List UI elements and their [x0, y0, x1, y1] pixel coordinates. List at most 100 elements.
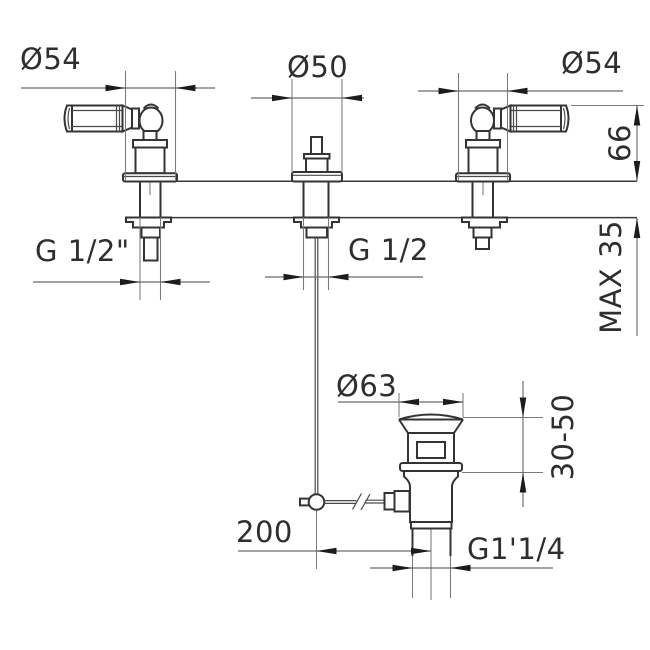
left-valve-flange: [122, 172, 178, 183]
dim-left-inlet-thread: G 1/2": [33, 217, 210, 300]
left-handle-barrel-lines: [72, 109, 123, 128]
dim-ext-lines: [124, 71, 177, 181]
arrow-up-icon: [633, 105, 641, 126]
arrow-right-icon: [392, 564, 413, 572]
left-valve-head-cap: [142, 103, 160, 110]
arrow-left-icon: [175, 84, 196, 92]
left-valve-stem: [142, 130, 158, 141]
right-valve-tail-block: [472, 226, 493, 239]
drain-rod-inlet: [393, 490, 411, 513]
pop-up-rod: [299, 237, 384, 511]
left-handle-cap-detail: [67, 107, 71, 130]
arrow-left-icon: [399, 398, 419, 406]
spout-body: [305, 157, 329, 173]
right-valve-tailpipe: [475, 236, 490, 250]
arrow-up-icon: [633, 218, 641, 238]
spout-stem: [310, 136, 323, 155]
dim-label-spout-diameter: Ø50: [287, 50, 348, 84]
right-handle-hub: [493, 107, 502, 130]
right-handle-cap-detail: [562, 107, 566, 130]
waste-drain: [383, 413, 464, 600]
arrow-left-icon: [160, 278, 181, 286]
right-handle-barrel: [509, 104, 562, 133]
dim-label-left-handle-diameter: Ø54: [20, 42, 81, 76]
mounting-deck: [126, 180, 637, 219]
dim-spout-diameter: Ø50: [251, 50, 364, 173]
arrow-up-icon: [519, 472, 527, 493]
center-spout-base: [291, 136, 343, 239]
dim-waste-outlet-thread: G1'1/4: [370, 532, 566, 572]
arrow-right-icon: [411, 547, 431, 555]
arrow-right-icon: [283, 273, 304, 281]
arrow-right-icon: [120, 278, 140, 286]
dim-left-handle-diameter: Ø54: [20, 42, 215, 181]
drain-dome-taper: [398, 418, 464, 434]
left-valve-head: [138, 106, 164, 135]
dim-ext-lines: [291, 79, 343, 173]
dim-label-left-inlet-thread: G 1/2": [35, 234, 130, 268]
left-handle-taper: [121, 103, 133, 134]
dim-right-handle-diameter: Ø54: [418, 46, 623, 181]
dim-label-right-handle-diameter: Ø54: [561, 46, 622, 80]
dim-waste-flange-diameter: Ø63: [336, 369, 464, 417]
dim-ext-lines: [462, 416, 543, 474]
left-handle-ring-lines: [115, 105, 121, 132]
right-valve-body: [467, 146, 499, 175]
drain-collar: [399, 462, 463, 472]
left-valve: [63, 103, 178, 262]
dim-ext-lines: [139, 217, 162, 300]
dim-body-height: 66: [571, 104, 644, 181]
arrow-left-icon: [328, 273, 349, 281]
arrow-right-icon: [105, 84, 126, 92]
dim-ext-lines: [398, 393, 464, 417]
dim-label-waste-outlet-thread: G1'1/4: [467, 532, 566, 566]
right-valve-shank: [471, 182, 494, 218]
dim-rod-to-waste-offset: 200: [236, 511, 431, 569]
dim-center-inlet-thread: G 1/2: [265, 217, 429, 290]
drain-window: [416, 441, 446, 459]
right-valve-head: [470, 106, 495, 135]
right-handle-barrel-lines: [510, 109, 561, 128]
rod-horizontal-left: [324, 500, 357, 504]
left-valve-collar: [132, 139, 168, 149]
dim-label-center-inlet-thread: G 1/2: [348, 233, 429, 267]
arrow-left-icon: [342, 94, 362, 102]
arrow-right-icon: [443, 398, 463, 406]
pop-up-rod-vertical: [314, 237, 319, 495]
dim-label-max-deck-thickness: MAX 35: [594, 220, 628, 334]
arrow-down-icon: [633, 161, 641, 181]
arrow-down-icon: [519, 397, 527, 418]
dim-label-waste-flange-diameter: Ø63: [336, 369, 397, 403]
drain-body: [403, 470, 459, 523]
dim-label-waste-clamp-range: 30-50: [546, 394, 580, 481]
left-valve-shank: [139, 182, 162, 218]
dim-max-deck-thickness: MAX 35: [594, 218, 641, 336]
spout-shank: [302, 182, 330, 218]
dim-label-rod-to-waste-offset: 200: [236, 515, 293, 549]
arrow-left-icon: [316, 547, 337, 555]
arrow-left-icon: [450, 564, 471, 572]
right-valve: [455, 103, 570, 250]
left-valve-nut: [125, 216, 172, 229]
right-valve-stem: [475, 130, 491, 141]
dim-ext-lines: [302, 217, 330, 290]
rod-clevis: [299, 497, 310, 507]
left-valve-tail-block: [140, 226, 161, 239]
rod-ball-joint: [307, 493, 326, 511]
spout-nut: [293, 216, 340, 229]
arrow-right-icon: [272, 94, 292, 102]
arrow-right-icon: [438, 87, 459, 95]
right-valve-flange: [455, 172, 511, 183]
right-valve-nut: [461, 216, 508, 229]
dim-label-body-height: 66: [603, 124, 637, 162]
left-valve-tailpipe: [143, 236, 159, 262]
right-handle-ring-lines: [512, 105, 518, 132]
right-valve-collar: [465, 139, 501, 149]
drain-ring-nut: [410, 521, 453, 530]
right-valve-head-cap: [474, 103, 491, 110]
left-handle-hub: [131, 107, 140, 130]
rod-horizontal-right: [365, 499, 384, 504]
left-handle-barrel: [71, 104, 124, 133]
drain-tailpipe-extension: [411, 556, 452, 598]
